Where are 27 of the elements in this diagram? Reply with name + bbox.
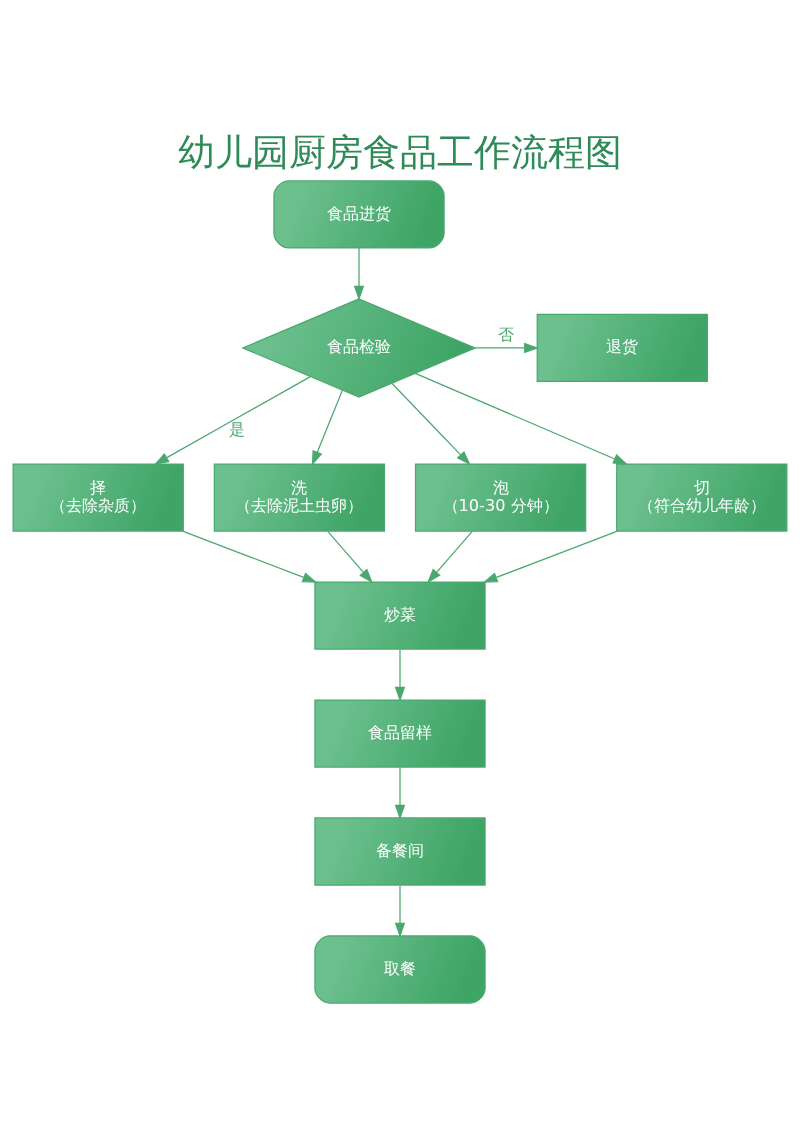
arrow	[427, 530, 473, 583]
arrow	[327, 530, 373, 583]
arrow	[414, 372, 628, 465]
node-box: 退货	[536, 313, 708, 382]
arrow	[154, 375, 311, 465]
arrow	[474, 342, 539, 353]
node-box: 炒菜	[314, 580, 486, 650]
arrow	[391, 382, 471, 465]
node-box: 取餐	[314, 934, 486, 1004]
arrow	[182, 530, 318, 583]
node-box: 切 （符合幼儿年龄）	[616, 462, 788, 532]
arrow	[394, 648, 406, 702]
node-box: 洗 （去除泥土虫卵）	[213, 462, 386, 532]
arrow	[394, 884, 406, 938]
node-box: 食品留样	[314, 698, 486, 768]
node-box: 备餐间	[314, 816, 486, 886]
node-box: 择 （去除杂质）	[12, 462, 184, 532]
arrow	[311, 389, 344, 466]
node-box: 泡 （10-30 分钟）	[414, 462, 587, 532]
arrow	[482, 530, 618, 583]
node-box: 食品进货	[273, 179, 445, 249]
edge-label: 否	[498, 324, 515, 344]
diagram-title: 幼儿园厨房食品工作流程图	[178, 129, 622, 174]
arrow	[353, 246, 365, 301]
arrow	[394, 766, 406, 820]
node-diamond: 食品检验	[241, 297, 477, 398]
edge-label: 是	[228, 419, 245, 439]
